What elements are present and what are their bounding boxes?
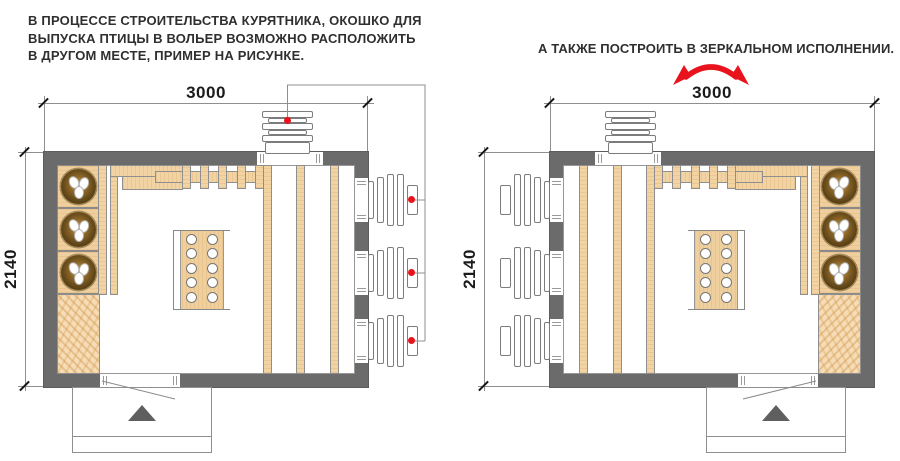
porch: [72, 387, 212, 453]
vent-opening: [257, 152, 323, 165]
extension-line: [874, 96, 875, 152]
dimension-width-label: 3000: [186, 83, 226, 102]
position-marker-icon: [284, 117, 291, 124]
osb-panel: [818, 294, 861, 374]
nest-box: [818, 165, 861, 208]
window-opening: [550, 178, 563, 222]
louvered-window: [498, 172, 550, 228]
dimension-line-top: [38, 103, 374, 104]
feeder-rail: [688, 231, 695, 309]
dimension-height-label: 2140: [460, 249, 479, 289]
perch-slat: [691, 165, 700, 189]
board: [98, 165, 107, 295]
perch-slat: [672, 165, 681, 189]
door-swing: [742, 380, 817, 400]
feeder-rail: [737, 231, 744, 309]
plan-canvas-mirrored: [500, 111, 874, 453]
extension-line: [550, 96, 551, 152]
floor-board: [646, 165, 655, 374]
dimension-line-side: [25, 147, 26, 391]
perch-slat: [218, 165, 227, 189]
board: [811, 165, 820, 295]
note-mirrored-version: А ТАКЖЕ ПОСТРОИТЬ В ЗЕРКАЛЬНОМ ИСПОЛНЕНИ…: [538, 41, 895, 56]
dimension-height-label: 2140: [1, 249, 20, 289]
louvered-window: [498, 245, 550, 301]
extension-line: [18, 152, 44, 153]
floor-board: [579, 165, 588, 374]
window-opening: [355, 178, 368, 222]
position-marker-icon: [408, 196, 415, 203]
perch-bar: [651, 171, 763, 183]
perch-slat: [709, 165, 718, 189]
extension-line: [478, 152, 550, 153]
floor-board: [296, 165, 305, 374]
window-opening: [550, 319, 563, 363]
floor-board: [263, 165, 272, 374]
window-opening: [355, 251, 368, 295]
osb-panel: [57, 294, 100, 374]
feeder: [688, 230, 745, 310]
perch-slat: [182, 165, 191, 189]
feeder: [173, 230, 230, 310]
door-opening: [100, 374, 180, 387]
window-opening: [550, 251, 563, 295]
perch-slat: [237, 165, 246, 189]
coop-walls: [550, 152, 874, 387]
nest-box: [818, 251, 861, 294]
entrance-arrow-icon: [128, 405, 156, 421]
porch-step: [707, 436, 845, 437]
porch-step: [73, 436, 211, 437]
dimension-line-side: [484, 147, 485, 391]
position-marker-icon: [408, 337, 415, 344]
louvered-window: [498, 313, 550, 369]
position-marker-icon: [408, 269, 415, 276]
dimension-line-top: [544, 103, 880, 104]
floor-board: [613, 165, 622, 374]
dimension-width-label: 3000: [692, 83, 732, 102]
feeder-rail: [174, 231, 181, 309]
perch-slat: [200, 165, 209, 189]
nest-box: [818, 208, 861, 251]
window-opening: [355, 319, 368, 363]
board: [800, 165, 808, 295]
extension-line: [44, 96, 45, 152]
extension-line: [18, 386, 44, 387]
extension-line: [478, 386, 550, 387]
note-window-relocation: В ПРОЦЕССЕ СТРОИТЕЛЬСТВА КУРЯТНИКА, ОКОШ…: [28, 13, 422, 63]
perch-slat: [727, 165, 736, 189]
extension-line: [367, 96, 368, 152]
floor-board: [330, 165, 339, 374]
perch-slat: [654, 165, 663, 189]
plan-canvas: [44, 84, 426, 453]
feeder-rail: [223, 231, 230, 309]
door-swing: [101, 380, 176, 400]
mirror-arrow-icon: [673, 64, 749, 85]
louvered-vent: [605, 111, 656, 155]
nest-box: [57, 208, 100, 251]
